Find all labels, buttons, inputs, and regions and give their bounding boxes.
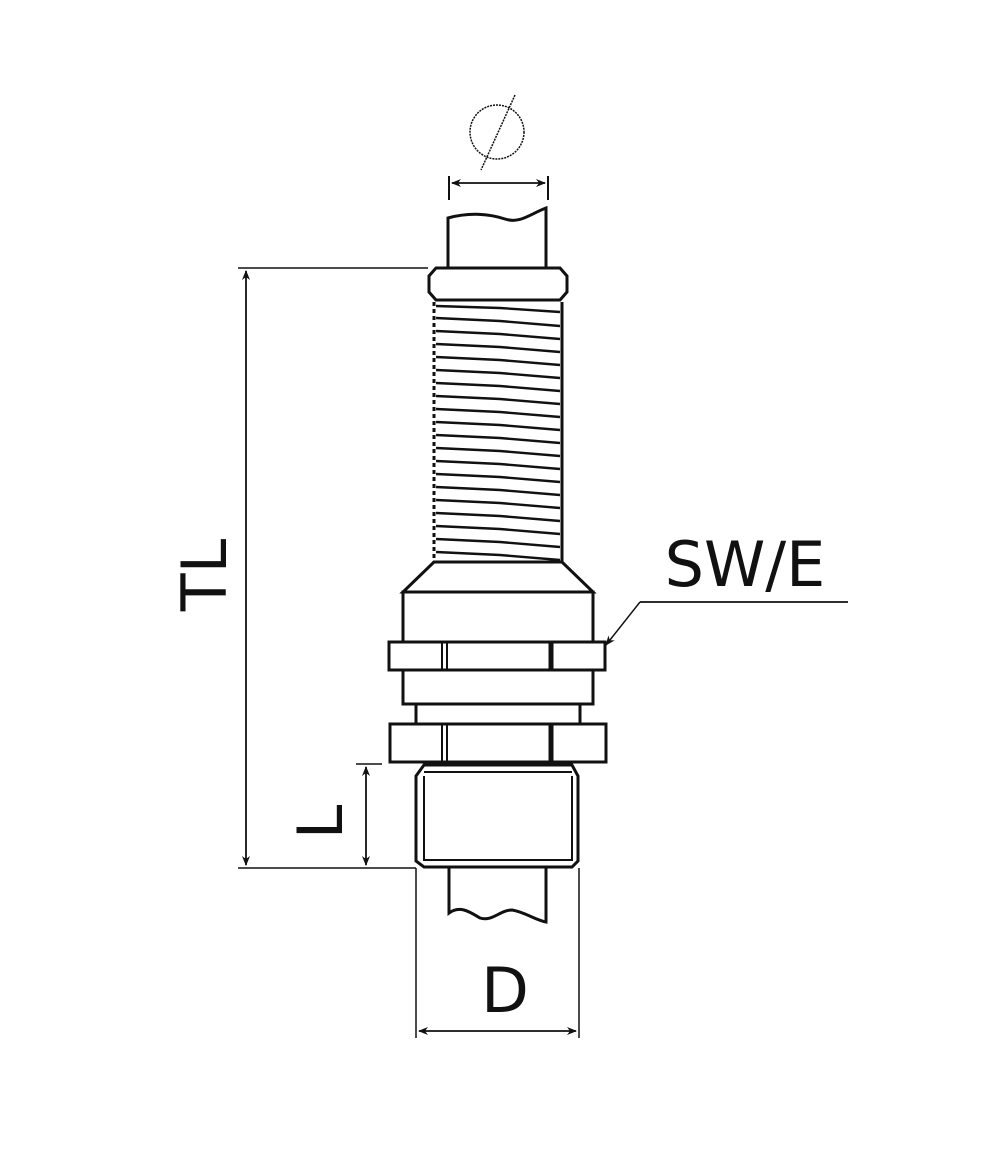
- wrench-size-leader: [605, 601, 848, 646]
- thread-diameter-label: D: [481, 954, 529, 1027]
- wrench-size-label: SW/E: [665, 528, 826, 601]
- diameter-symbol-icon: [469, 94, 525, 171]
- total-length-dimension: [238, 267, 428, 869]
- dome-nut-cap: [427, 266, 569, 302]
- total-length-label: TL: [168, 538, 241, 612]
- body-middle: [401, 668, 595, 706]
- thread-length-label: L: [284, 804, 357, 839]
- diameter-dimension: [448, 176, 549, 200]
- hex-nut-lower: [388, 722, 608, 764]
- body-neck: [414, 702, 582, 726]
- cone-transition: [399, 560, 597, 594]
- body-upper: [401, 590, 595, 644]
- threaded-sleeve: [432, 302, 564, 562]
- hex-nut-upper: [387, 640, 607, 672]
- thread-diameter-dimension: [415, 868, 580, 1038]
- thread-length-dimension: [356, 763, 382, 866]
- cable-top: [446, 205, 548, 268]
- threaded-entry: [414, 763, 580, 869]
- cable-bottom: [447, 867, 548, 924]
